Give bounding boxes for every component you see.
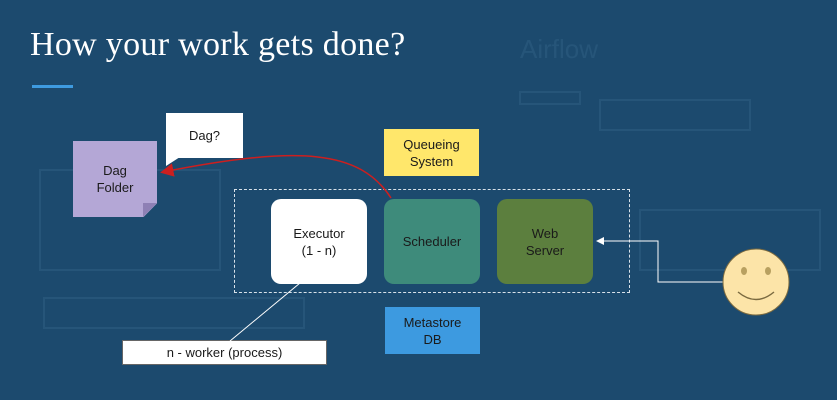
scheduler-box: Scheduler: [384, 199, 480, 284]
slide-title: How your work gets done?: [30, 26, 406, 63]
queueing-system-box: Queueing System: [384, 129, 479, 176]
dag-callout-tail: [166, 157, 180, 166]
title-underline: [32, 85, 73, 88]
worker-label-box: n - worker (process): [122, 340, 327, 365]
executor-box: Executor (1 - n): [271, 199, 367, 284]
metastore-db-box: Metastore DB: [385, 307, 480, 354]
web-server-box: Web Server: [497, 199, 593, 284]
svg-text:Airflow: Airflow: [520, 34, 598, 64]
dag-folder-fold-corner: [143, 203, 157, 217]
smiley-face-icon: [722, 248, 790, 316]
dag-callout: Dag?: [166, 113, 243, 158]
